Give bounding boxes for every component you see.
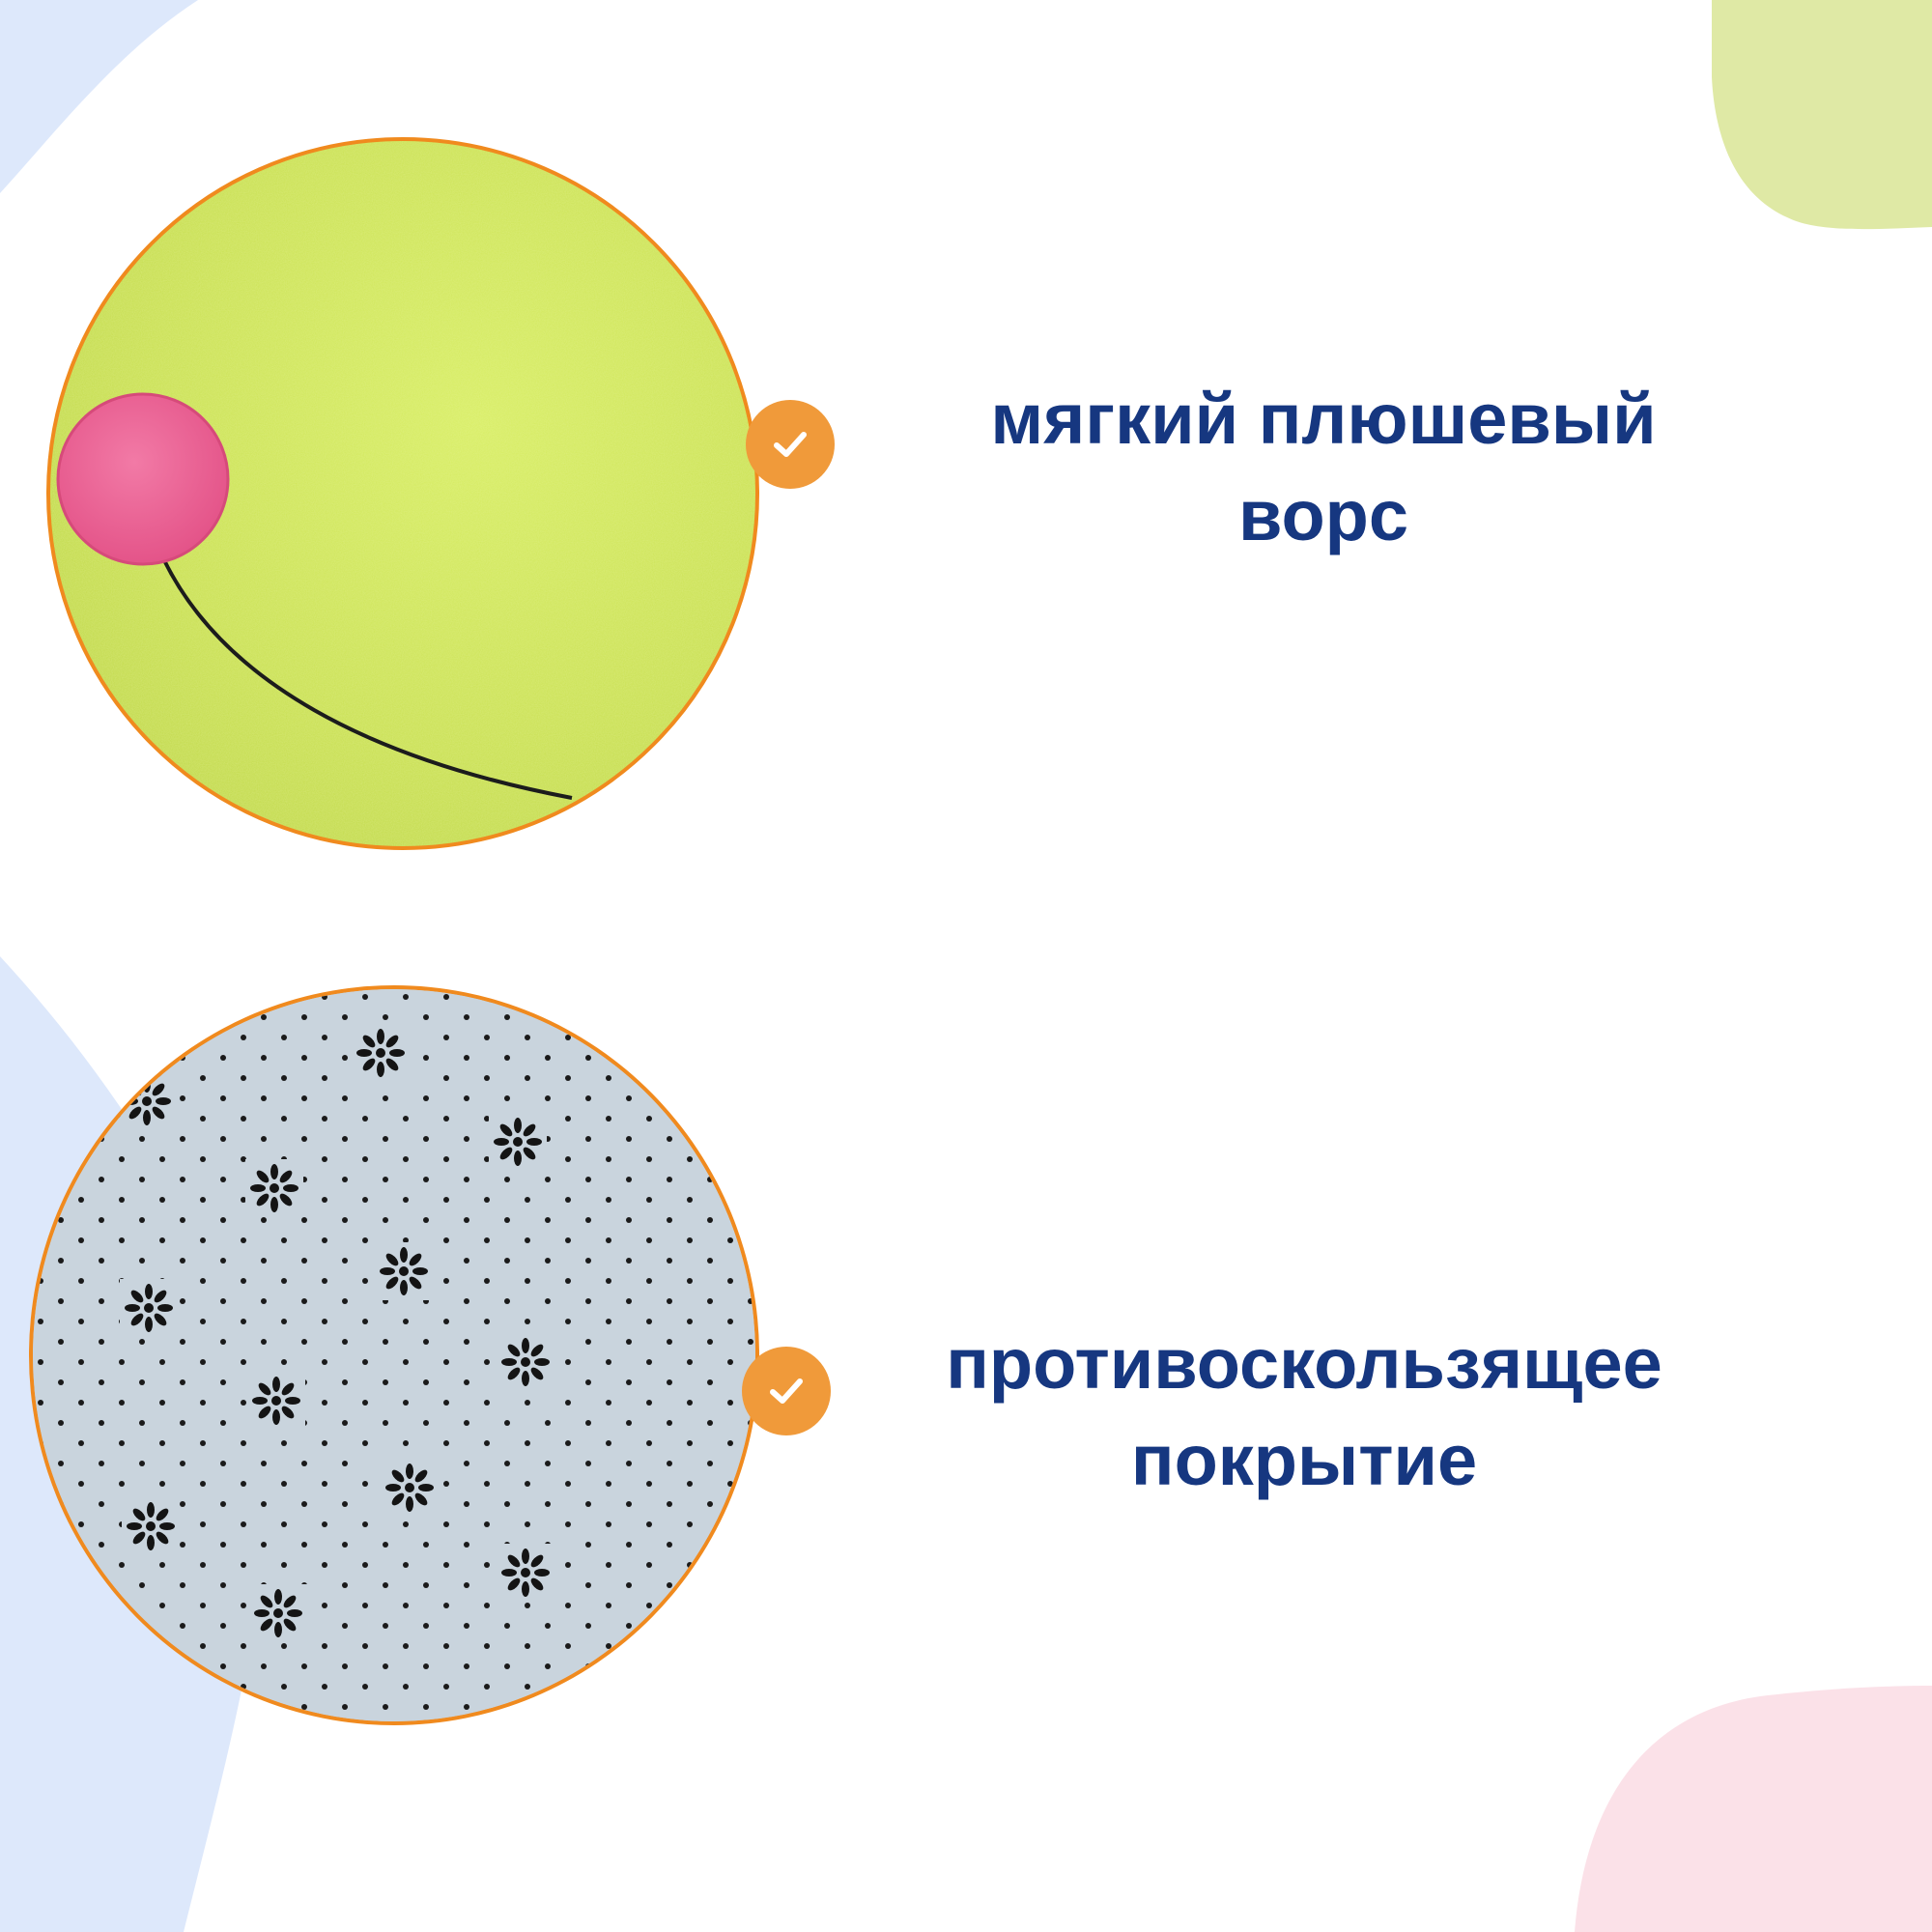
dotted-pattern-illustration	[33, 989, 755, 1721]
check-icon	[742, 1347, 831, 1435]
anti-slip-backing-image	[29, 985, 759, 1725]
feature-anti-slip-line1: противоскользящее	[946, 1323, 1662, 1404]
plush-texture-illustration	[50, 141, 755, 846]
stitched-line	[162, 559, 573, 800]
green-blob-top-right	[1712, 0, 1932, 230]
plush-fabric-image	[46, 137, 759, 850]
feature-plush-text: мягкий плюшевый ворс	[889, 371, 1758, 564]
blue-blob-top-left	[0, 0, 198, 193]
feature-anti-slip-text: противоскользящее покрытие	[869, 1316, 1739, 1509]
feature-plush-line1: мягкий плюшевый	[990, 379, 1657, 459]
pink-button	[56, 392, 230, 566]
check-icon	[746, 400, 835, 489]
feature-anti-slip-line2: покрытие	[1130, 1420, 1478, 1500]
flower-marks	[118, 1024, 554, 1642]
feature-plush-line2: ворс	[1237, 475, 1409, 555]
pink-blob-bottom-right	[1575, 1686, 1932, 1932]
